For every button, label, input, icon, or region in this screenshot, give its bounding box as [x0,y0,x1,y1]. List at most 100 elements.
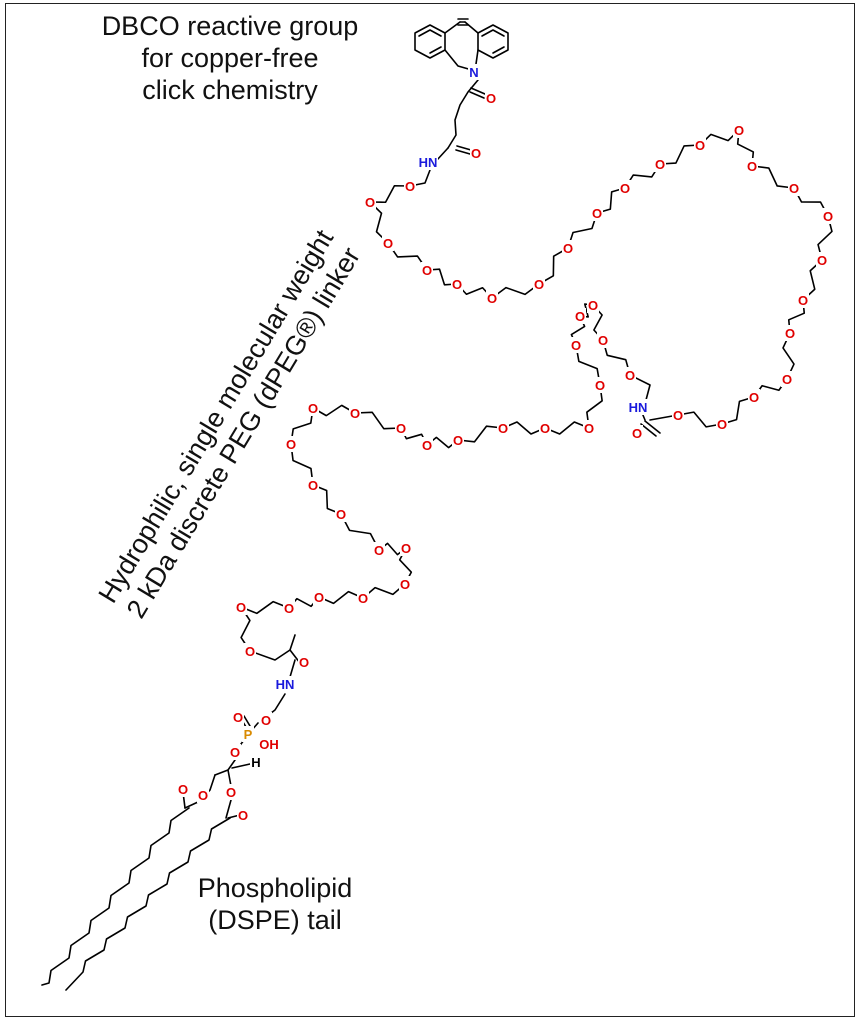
oxygen-atom: O [401,541,411,556]
oxygen-atom: O [453,433,463,448]
fatty-acid-tail-2 [65,817,231,991]
peg-top-bond [721,396,755,425]
oxygen-atom: O [575,309,585,324]
oxygen-atom: O [798,293,808,308]
oxygen-atom-bg [574,308,586,324]
ester-bond [225,799,232,819]
dbco-ring-bond [444,49,473,71]
oxygen-atom: O [540,421,550,436]
oxygen-atom: O [486,91,496,106]
stereo-wedge [231,763,251,769]
oxygen-atom-bg [313,589,325,605]
peg-middle-bond [362,583,406,599]
dbco-label-line-2: for copper-free [141,43,319,73]
carbonyl-bond [456,145,472,151]
oxygen-atom: O [452,277,462,292]
oxygen-atom: O [365,195,375,210]
oxygen-atom: O [230,745,240,760]
dbco-linker-chain [447,79,479,149]
oxygen-atom: O [823,209,833,224]
oxygen-atom: O [584,421,594,436]
oxygen-atom-bg [562,240,574,256]
oxygen-atom: O [299,655,309,670]
oxygen-atom: O [236,600,246,615]
peg-middle-bond [354,411,402,430]
oxygen-atom: O [717,417,727,432]
oxygen-atom-bg [746,158,758,174]
oxygen-atom: O [563,241,573,256]
amide-nh-bottom: HN [276,677,295,692]
oxygen-atom: O [534,277,544,292]
hydrogen-atom: H [251,755,260,770]
oxygen-atom-bg [373,542,385,558]
oxygen-atom-bg [197,787,209,803]
oxygen-atom-bg [307,400,319,416]
oxygen-atom-bg [260,712,272,728]
peg-middle-bond [502,421,546,435]
oxygen-atom: O [571,338,581,353]
oxygen-atom-bg [364,194,376,210]
dbco-benzene-right-inner [481,29,505,37]
oxygen-atom-bg [399,576,411,592]
oxygen-atom: O [673,408,683,423]
oxygen-atom-bg [237,807,249,823]
dbco-alkyne-bond [464,21,479,34]
oxygen-atom: O [233,710,243,725]
oxygen-atom-bg [232,709,244,725]
oxygen-atom-bg [285,436,297,452]
peg-middle-bond [240,600,290,615]
dbco-benzene-left-inner [418,29,442,37]
phosphorus-atom-bg [242,726,254,742]
oxygen-atom-bg [619,180,631,196]
oxygen-atom: O [817,253,827,268]
oxygen-atom-bg [451,276,463,292]
oxygen-atom-bg [631,425,643,441]
oxygen-atom: O [588,298,598,313]
oxygen-atom: O [498,421,508,436]
oxygen-atom: O [400,577,410,592]
oxygen-atom: O [383,236,393,251]
oxygen-atom: O [238,808,248,823]
oxygen-atom: O [286,437,296,452]
oxygen-atom-bg [624,367,636,383]
oxygen-atom-bg [452,432,464,448]
oxygen-atom-bg [244,643,256,659]
oxygen-atom: O [749,390,759,405]
oxygen-atom: O [245,644,255,659]
peg-top-bond [596,187,626,214]
oxygen-atom-bg [797,292,809,308]
carbonyl-bond [469,91,485,99]
oxygen-atom-bg [229,744,241,760]
oxygen-atom-bg [335,506,347,522]
dbco-nitrogen: N [469,65,478,80]
dbco-alkyne-bond [444,21,461,34]
oxygen-atom: O [625,368,635,383]
hydroxyl-group: OH [259,737,279,752]
oxygen-atom-bg [672,407,684,423]
oxygen-atom-bg [357,590,369,606]
oxygen-atom-bg [694,137,706,153]
oxygen-atom: O [632,426,642,441]
bond-lines [41,18,833,991]
peg-middle-bond [544,421,590,435]
peg-top-bond [491,283,540,299]
peg-top-bond [659,144,701,165]
oxygen-atom: O [747,159,757,174]
lipid-label-line-1: Phospholipid [197,873,353,903]
hydrogen-atom-bg [250,754,262,770]
oxygen-atom-bg [533,276,545,292]
oxygen-atom-bg [421,437,433,453]
dbco-nitrogen-bg [468,64,480,80]
oxygen-atom: O [734,123,744,138]
dbco-ring-bond [475,49,479,65]
oxygen-atom: O [261,713,271,728]
oxygen-atom-bg [597,332,609,348]
oxygen-atom-bg [283,600,295,616]
oxygen-atom-bg [421,262,433,278]
oxygen-atom: O [336,507,346,522]
carbonyl-bond [644,420,661,434]
oxygen-atom-bg [583,420,595,436]
lipid-label-line-2: (DSPE) tail [208,905,342,935]
oxygen-atom-bg [784,325,796,341]
oxygen-atom: O [422,438,432,453]
